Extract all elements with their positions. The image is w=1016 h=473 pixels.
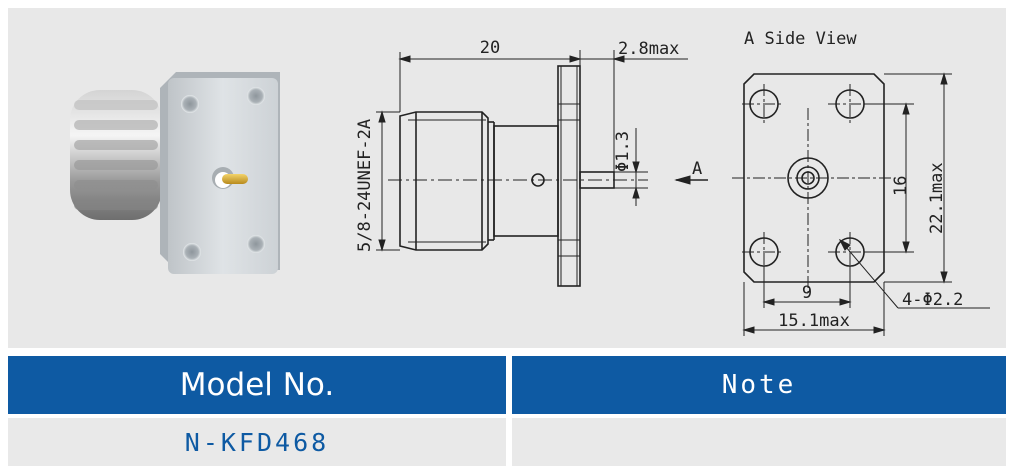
mount-hole-icon bbox=[181, 95, 199, 113]
side-view-title: A Side View bbox=[744, 29, 857, 49]
coupling-nut-outline bbox=[399, 111, 489, 251]
note-header: Note bbox=[512, 356, 1006, 414]
note-value bbox=[512, 418, 1006, 466]
dim-pin-label: Φ1.3 bbox=[613, 131, 633, 172]
dim-thread-label: 5/8-24UNEF-2A bbox=[355, 119, 375, 252]
mount-hole-icon bbox=[247, 235, 265, 253]
dim-length-label: 20 bbox=[480, 38, 500, 58]
dim-hole-spacing-v-label: 16 bbox=[891, 176, 911, 196]
connector-pin bbox=[222, 174, 248, 184]
side-view-dimensions bbox=[742, 72, 990, 336]
dim-holes-label: 4-Φ2.2 bbox=[902, 290, 963, 310]
mount-hole-icon bbox=[247, 87, 265, 105]
flange-face-outline bbox=[743, 73, 885, 283]
elevation-dimensions bbox=[376, 50, 708, 252]
model-number-value: N-KFD468 bbox=[8, 418, 506, 466]
elevation-drawing bbox=[388, 65, 648, 287]
dim-width-label: 15.1max bbox=[778, 311, 850, 331]
mount-hole-icon bbox=[183, 243, 201, 261]
connector-flange bbox=[160, 72, 280, 274]
connector-photo bbox=[70, 72, 280, 274]
dim-height-label: 22.1max bbox=[927, 162, 947, 234]
dim-hole-spacing-h-label: 9 bbox=[802, 283, 812, 303]
view-marker-label: A bbox=[692, 159, 702, 179]
connector-thread-body bbox=[70, 90, 162, 220]
drawing-panel: 20 2.8max Φ1.3 5/8-24UNEF-2A A A Side Vi… bbox=[8, 8, 1006, 348]
side-view-drawing bbox=[732, 73, 896, 292]
body-outline bbox=[493, 125, 559, 237]
dim-flange-label: 2.8max bbox=[618, 39, 679, 59]
model-header: Model No. bbox=[8, 356, 506, 414]
technical-drawing: 20 2.8max Φ1.3 5/8-24UNEF-2A A A Side Vi… bbox=[70, 29, 990, 336]
